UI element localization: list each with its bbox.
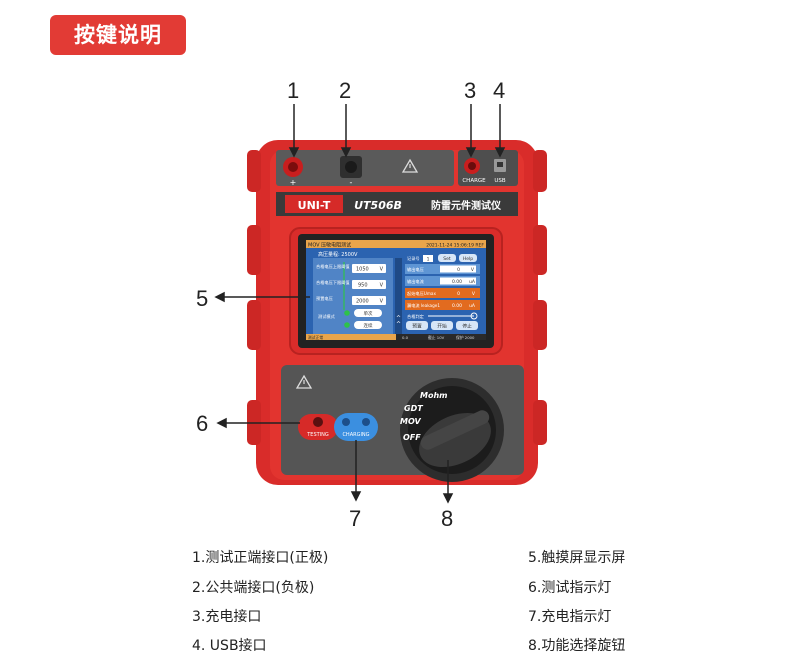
screen-scroll-strip[interactable] [395,258,402,334]
lower-threshold-label: 合格电压下限阈值 [316,279,350,286]
usb-port-label: USB [494,178,506,184]
legend-item-7: 7.充电指示灯 [528,609,612,625]
output-voltage-value: 0 [457,267,460,273]
mode-continuous-radio[interactable] [344,322,350,328]
section-heading: 按键说明 [50,15,186,55]
preset-voltage-unit: V [380,299,384,305]
start-voltage-unit: V [472,291,476,297]
leakage-current-value: 0.00 [452,303,462,309]
status-protect: 保护 2000 [456,335,475,340]
callout-1: 1 [287,78,300,103]
upper-threshold-unit: V [380,267,384,273]
charging-indicator-label: CHARGING [342,432,369,438]
chevron-up-icon: ^ [396,315,401,322]
judge-indicator [470,312,478,320]
screen-title: MOV 压敏电阻测试 [308,242,351,249]
legend-item-2: 2.公共端接口(负极) [192,580,315,596]
stop-button[interactable] [456,321,478,330]
mode-continuous-text: 连续 [364,322,373,329]
model-name: UT506B [354,199,402,212]
output-current-label: 输出电流 [407,278,425,285]
preset-voltage-value: 2000 [356,299,369,305]
callout-6: 6 [196,411,209,436]
callout-leaders [214,104,506,504]
warning-icon [401,158,419,173]
knob-position-mov: MOV [400,417,421,426]
callout-4: 4 [493,78,506,103]
callout-7: 7 [349,506,362,531]
start-button-label: 开始 [437,323,447,330]
positive-port-label: + [290,178,297,187]
mode-single-text: 单次 [364,310,373,317]
preset-voltage-label: 预置电压 [316,295,333,302]
brand-logo-text: UNI-T [298,199,331,212]
callout-5: 5 [196,286,209,311]
help-button-label: Help [463,256,473,262]
charge-port-label: CHARGE [462,178,486,184]
knob-position-gdt: GDT [404,404,423,413]
legend-item-1: 1.测试正端接口(正极) [192,550,329,566]
mode-continuous-button[interactable] [354,321,382,329]
chevron-up-icon: ^ [396,321,401,328]
status-value: 0.0 [402,335,409,340]
record-field[interactable] [423,255,433,262]
output-current-value: 0.00 [452,279,462,285]
help-button[interactable] [459,254,477,262]
record-value: 1 [427,257,430,263]
device-name: 防雷元件测试仪 [431,199,502,212]
upper-threshold-field[interactable] [352,264,386,273]
upper-threshold-label: 合格电压上限阈值 [316,263,350,270]
callout-8: 8 [441,506,454,531]
leakage-current-unit: uA [469,303,476,309]
preset-button[interactable] [406,321,428,330]
callout-3: 3 [464,78,477,103]
warning-icon [295,374,313,389]
output-current-unit: uA [469,279,476,285]
mode-single-radio[interactable] [344,310,350,316]
knob-position-off: OFF [403,433,421,442]
screen-range: 高压量程: 2500V [318,251,358,258]
testing-indicator-label: TESTING [306,432,329,438]
common-port-label: - [350,178,353,187]
start-voltage-label: 起始电压Umax [407,290,436,297]
touch-screen[interactable]: MOV 压敏电阻测试 2021-11-24 15:06:19 REF 高压量程:… [306,240,486,340]
start-voltage-value: 0 [457,291,460,297]
top-panel [276,150,454,186]
test-mode-label: 测试模式 [318,313,336,320]
lower-threshold-field[interactable] [352,280,386,289]
start-button[interactable] [431,321,453,330]
status-cutoff: 截止 10V [428,335,445,340]
mode-single-button[interactable] [354,309,382,317]
lower-threshold-unit: V [380,283,384,289]
legend-item-3: 3.充电接口 [192,609,262,625]
status-text: 测试正常 [308,335,323,340]
stop-button-label: 停止 [462,323,472,330]
legend-item-5: 5.触摸屏显示屏 [528,550,626,566]
screen-datetime: 2021-11-24 15:06:19 REF [426,243,484,249]
set-button-label: Set [443,256,451,262]
set-button[interactable] [438,254,456,262]
record-label: 记录号 [407,255,420,262]
function-selector-knob[interactable] [400,378,504,482]
upper-threshold-value: 1050 [356,267,369,273]
callout-2: 2 [339,78,352,103]
legend-item-4: 4. USB接口 [192,638,267,654]
lower-threshold-value: 950 [358,283,368,289]
preset-button-label: 预置 [412,323,422,330]
preset-voltage-field[interactable] [352,296,386,305]
output-voltage-label: 输出电压 [407,266,424,273]
legend-item-6: 6.测试指示灯 [528,580,612,596]
brand-logo [285,195,343,213]
legend-item-8: 8.功能选择旋钮 [528,638,626,654]
output-voltage-unit: V [471,267,475,273]
judge-label: 合格判定 [407,313,424,320]
knob-position-mohm: Mohm [420,391,448,400]
leakage-current-label: 漏电流 leakage1 [407,302,440,309]
